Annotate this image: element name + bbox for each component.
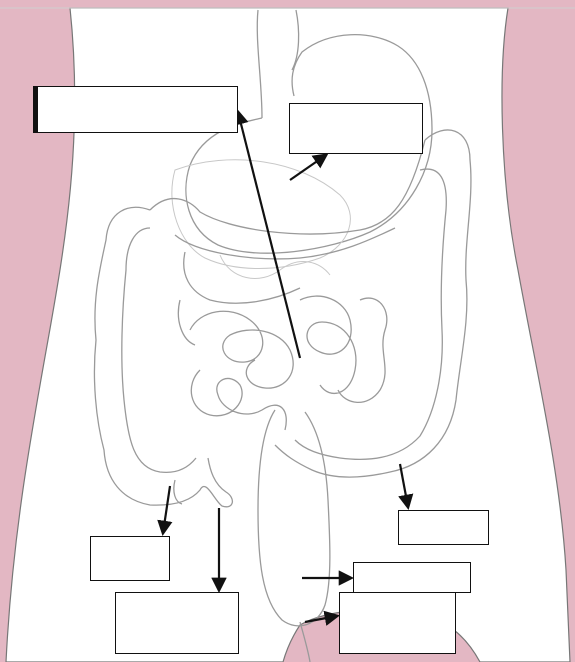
label-box-1[interactable] <box>33 86 238 133</box>
label-box-2[interactable] <box>289 103 423 154</box>
label-box-4[interactable] <box>115 592 239 654</box>
label-box-3[interactable] <box>90 536 170 581</box>
label-box-5[interactable] <box>398 510 489 545</box>
label-box-7[interactable] <box>339 592 456 654</box>
label-box-6[interactable] <box>353 562 471 593</box>
